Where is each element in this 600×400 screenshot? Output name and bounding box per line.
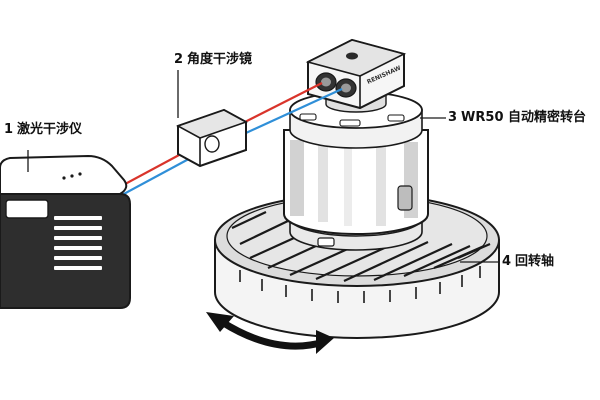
angular-interferometer xyxy=(176,108,248,168)
callout-label: 激光干涉仪 xyxy=(17,122,83,137)
callout-number: 1 xyxy=(4,122,14,137)
callout-label: 回转轴 xyxy=(515,254,555,269)
callout-number: 2 xyxy=(174,52,184,67)
callout-number: 3 xyxy=(448,110,458,125)
double-headed-curved-arrow-icon xyxy=(206,312,334,354)
callout-number: 4 xyxy=(502,254,512,269)
leader-lines xyxy=(27,70,500,263)
laser-interferometer xyxy=(0,154,131,309)
retroreflector-block: RENISHAW xyxy=(305,38,407,110)
callout-label: WR50 自动精密转台 xyxy=(461,110,587,125)
vent-grille xyxy=(54,216,102,270)
wr50-rotary-device xyxy=(283,83,429,251)
callout-label: 角度干涉镜 xyxy=(187,52,253,67)
